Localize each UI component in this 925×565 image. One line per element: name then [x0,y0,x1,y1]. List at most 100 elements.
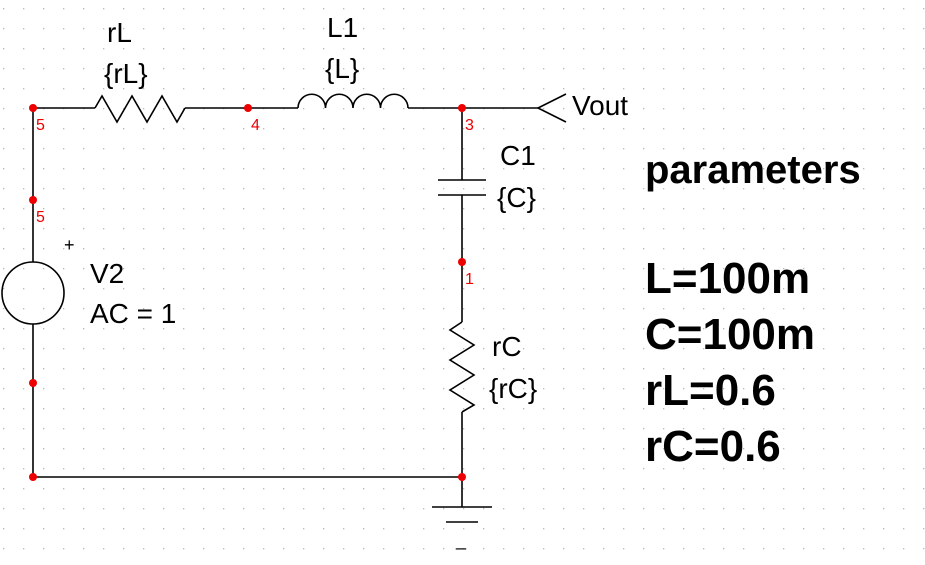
grid-dot [883,108,885,110]
grid-dot [483,328,485,330]
grid-dot [463,548,465,550]
grid-dot [283,208,285,210]
grid-dot [83,148,85,150]
grid-dot [283,428,285,430]
grid-dot [923,388,925,390]
grid-dot [263,68,265,70]
grid-dot [883,348,885,350]
grid-dot [723,28,725,30]
grid-dot [843,408,845,410]
grid-dot [163,108,165,110]
grid-dot [183,308,185,310]
grid-dot [523,548,525,550]
grid-dot [723,488,725,490]
grid-dot [843,528,845,530]
grid-dot [163,68,165,70]
grid-dot [703,528,705,530]
grid-dot [583,548,585,550]
grid-dot [523,328,525,330]
grid-dot [83,128,85,130]
grid-dot [723,88,725,90]
grid-dot [903,528,905,530]
grid-dot [823,408,825,410]
grid-dot [703,208,705,210]
grid-dot [83,208,85,210]
grid-dot [323,88,325,90]
grid-dot [623,128,625,130]
grid-dot [443,548,445,550]
grid-dot [623,348,625,350]
grid-dot [503,8,505,10]
grid-dot [623,108,625,110]
grid-dot [163,428,165,430]
grid-dot [303,468,305,470]
grid-dot [743,208,745,210]
grid-dot [3,188,5,190]
grid-dot [303,48,305,50]
grid-dot [403,228,405,230]
grid-dot [923,328,925,330]
grid-dot [123,248,125,250]
grid-dot [803,448,805,450]
grid-dot [323,48,325,50]
grid-dot [603,368,605,370]
grid-dot [183,508,185,510]
grid-dot [343,288,345,290]
grid-dot [703,408,705,410]
grid-dot [443,388,445,390]
grid-dot [643,208,645,210]
grid-dot [243,8,245,10]
grid-dot [843,288,845,290]
grid-dot [283,308,285,310]
grid-dot [703,108,705,110]
grid-dot [703,28,705,30]
grid-dot [163,28,165,30]
grid-dot [723,208,725,210]
grid-dot [903,88,905,90]
grid-dot [923,368,925,370]
grid-dot [783,48,785,50]
grid-dot [683,348,685,350]
grid-dot [203,408,205,410]
grid-dot [343,428,345,430]
grid-dot [643,188,645,190]
grid-dot [83,488,85,490]
grid-dot [263,428,265,430]
grid-dot [543,88,545,90]
grid-dot [103,148,105,150]
grid-dot [823,208,825,210]
grid-dot [43,548,45,550]
grid-dot [83,548,85,550]
grid-dot [523,8,525,10]
grid-dot [883,288,885,290]
grid-dot [203,448,205,450]
grid-dot [3,128,5,130]
grid-dot [403,248,405,250]
grid-dot [823,348,825,350]
grid-dot [483,528,485,530]
grid-dot [303,188,305,190]
grid-dot [723,68,725,70]
grid-dot [603,508,605,510]
grid-dot [103,528,105,530]
grid-dot [663,468,665,470]
grid-dot [643,48,645,50]
grid-dot [563,288,565,290]
grid-dot [543,148,545,150]
grid-dot [903,348,905,350]
grid-dot [463,328,465,330]
grid-dot [863,88,865,90]
grid-dot [623,448,625,450]
grid-dot [643,508,645,510]
grid-dot [423,68,425,70]
grid-dot [703,128,705,130]
grid-dot [323,508,325,510]
grid-dot [523,288,525,290]
grid-dot [3,528,5,530]
grid-dot [863,328,865,330]
grid-dot [3,548,5,550]
grid-dot [103,48,105,50]
grid-dot [663,528,665,530]
grid-dot [783,228,785,230]
grid-dot [303,428,305,430]
